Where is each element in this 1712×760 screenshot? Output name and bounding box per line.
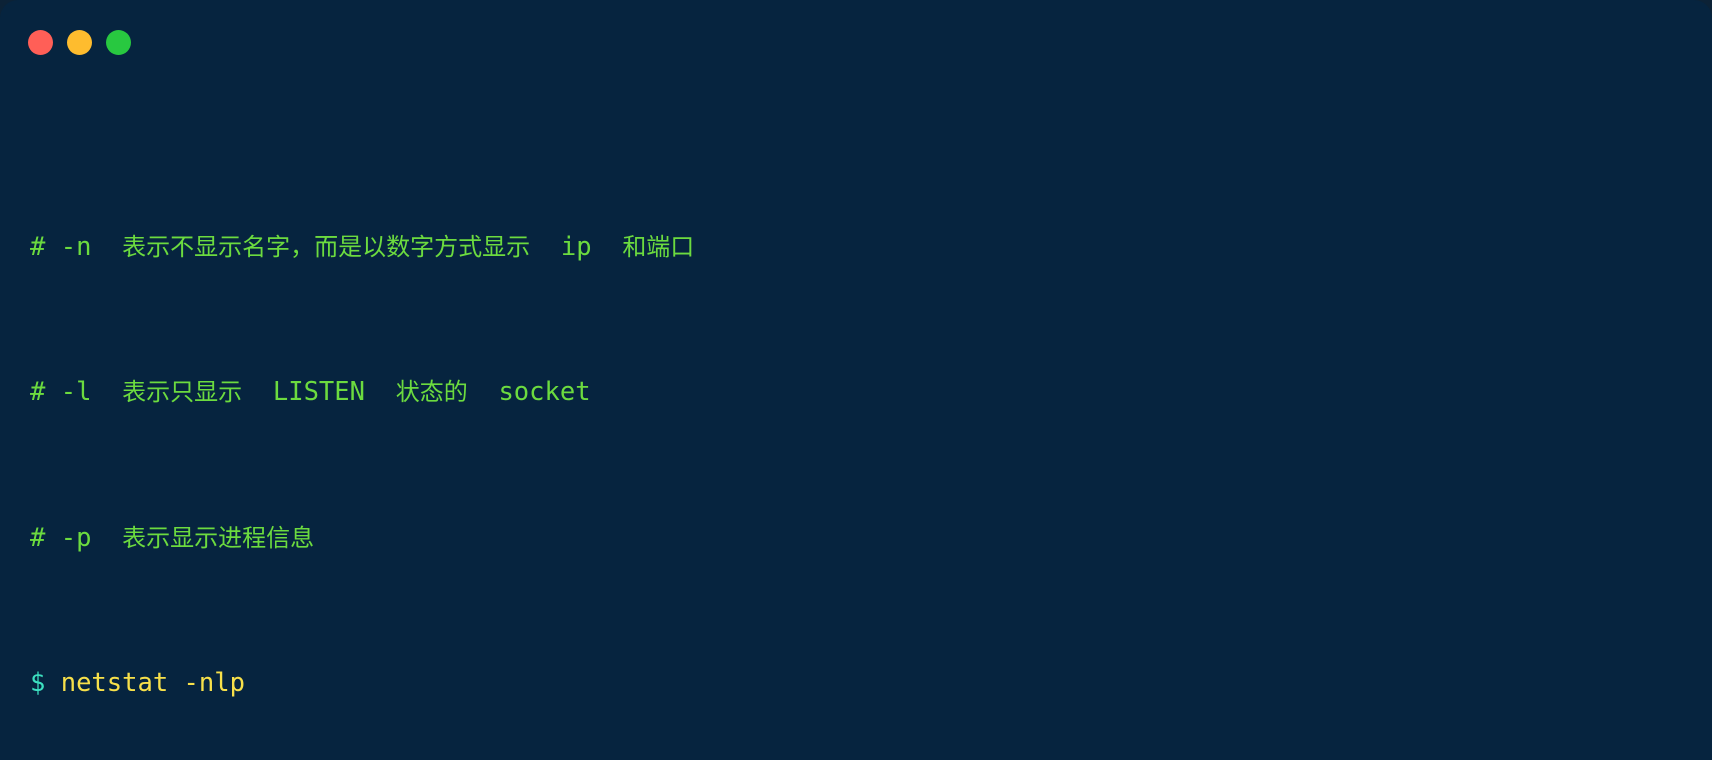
comment-flag: -p	[60, 522, 92, 553]
comment-text: 表示不显示名字，而是以数字方式显示	[122, 233, 531, 262]
comment-line: # -l 表示只显示 LISTEN 状态的 socket	[30, 374, 1712, 410]
comment-line: # -n 表示不显示名字，而是以数字方式显示 ip 和端口	[30, 229, 1712, 265]
comment-text: 表示只显示	[122, 378, 243, 407]
comment-hash: #	[30, 522, 46, 553]
comment-mid: 状态的	[395, 378, 468, 407]
minimize-button[interactable]	[67, 29, 92, 55]
comment-code: LISTEN	[272, 377, 365, 408]
command-text[interactable]: netstat -nlp	[60, 667, 245, 698]
terminal-titlebar	[0, 0, 1712, 84]
comment-tail: 和端口	[622, 233, 695, 262]
comment-code-2: socket	[498, 377, 591, 408]
terminal-output-area[interactable]: # -n 表示不显示名字，而是以数字方式显示 ip 和端口 # -l 表示只显示…	[0, 84, 1712, 760]
comment-hash: #	[30, 232, 46, 263]
comment-flag: -l	[60, 377, 92, 408]
comment-code: ip	[560, 232, 592, 263]
command-line[interactable]: $ netstat -nlp	[30, 665, 1712, 701]
comment-hash: #	[30, 377, 46, 408]
comment-text: 表示显示进程信息	[122, 523, 315, 552]
comment-line: # -p 表示显示进程信息	[30, 520, 1712, 556]
maximize-button[interactable]	[106, 29, 131, 55]
comment-flag: -n	[60, 232, 92, 263]
shell-prompt: $	[30, 667, 46, 698]
close-button[interactable]	[28, 29, 53, 55]
